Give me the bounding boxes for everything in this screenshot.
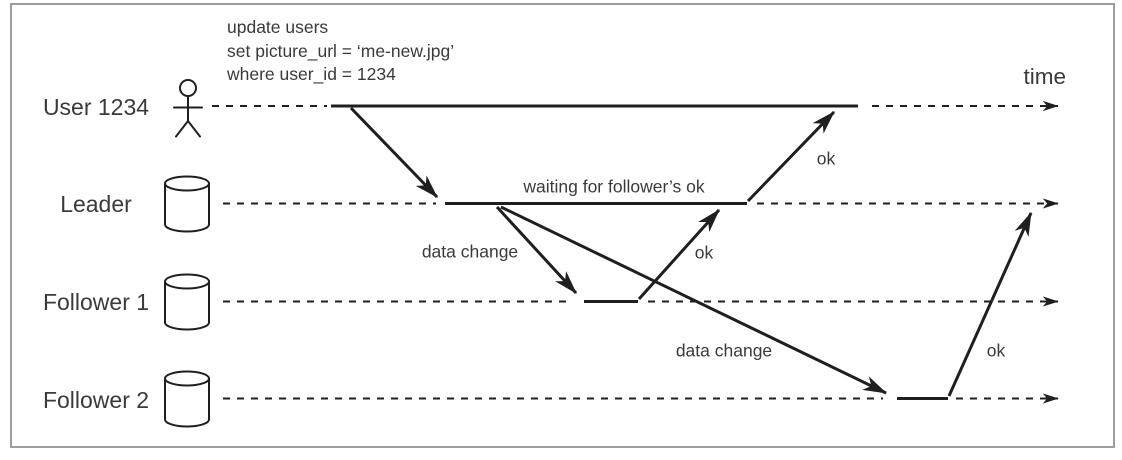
query-text: update users set picture_url = ‘me-new.j… [227, 16, 454, 87]
person-icon-legs [175, 120, 201, 138]
ok-arrow-follower1-to-leader [637, 208, 721, 301]
ok-label-follower2: ok [986, 340, 1006, 361]
ok-arrow-leader-to-user [746, 110, 836, 203]
actor-label-follower1: Follower 1 [42, 289, 150, 315]
actor-label-leader: Leader [60, 191, 132, 217]
data-change-arrow-leader-to-follower2 [500, 205, 888, 395]
follower2-database-icon [164, 370, 210, 428]
ok-label-user: ok [816, 148, 836, 169]
follower1-database-icon-body [164, 281, 210, 331]
query-line-2: set picture_url = ‘me-new.jpg’ [227, 40, 455, 61]
person-icon [173, 79, 203, 138]
query-line-1: update users [227, 17, 329, 37]
data-change-label-1: data change [421, 241, 519, 262]
leader-database-icon-body [164, 183, 210, 233]
ok-label-follower1: ok [694, 242, 714, 263]
follower1-database-icon-top [164, 273, 210, 290]
actor-label-follower2: Follower 2 [42, 387, 150, 413]
waiting-note: waiting for follower’s ok [523, 176, 705, 197]
actor-label-user: User 1234 [42, 94, 150, 120]
follower1-database-icon [164, 273, 210, 331]
query-line-3: where user_id = 1234 [227, 64, 396, 84]
write-query-arrow-user-to-leader [349, 106, 439, 199]
follower2-database-icon-body [164, 378, 210, 428]
follower2-database-icon-top [164, 370, 210, 387]
ok-arrow-follower2-to-leader [947, 211, 1033, 397]
leader-database-icon [164, 175, 210, 233]
data-change-label-2: data change [675, 340, 773, 361]
person-icon-head [179, 79, 197, 97]
leader-database-icon-top [164, 175, 210, 192]
data-change-arrow-leader-to-follower1 [495, 205, 578, 295]
time-label: time [1023, 64, 1066, 89]
